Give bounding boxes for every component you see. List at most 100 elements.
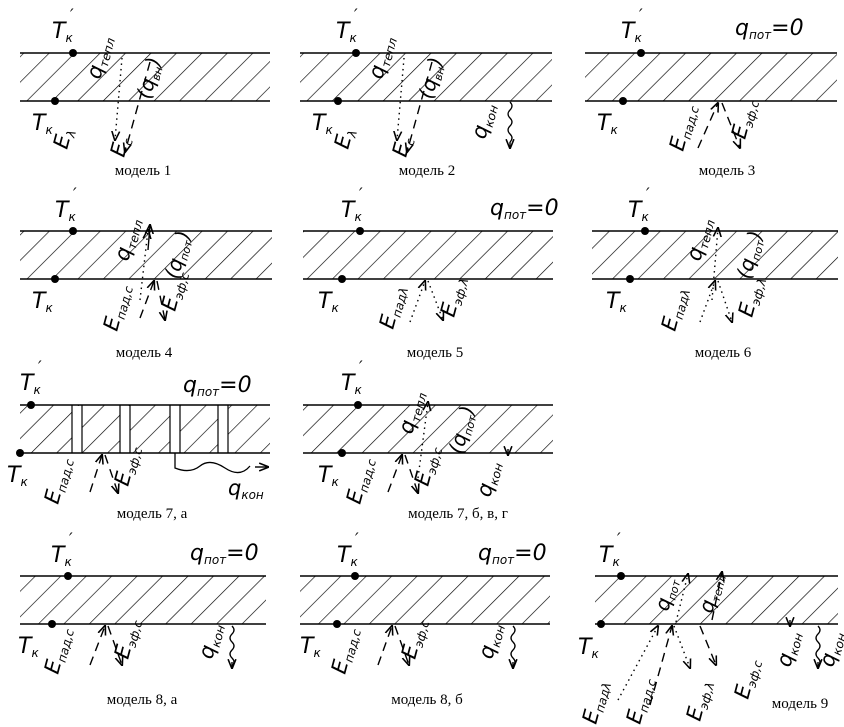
- bottom-temperature-point: [51, 97, 59, 105]
- effective-arrow: [107, 625, 122, 665]
- bottom-surface-temperature-label: Tк: [606, 289, 627, 315]
- svg-text:Tк: Tк: [318, 289, 339, 315]
- svg-text:qпот=0: qпот=0: [190, 541, 259, 567]
- svg-text:Eпад,c: Eпад,c: [40, 624, 77, 677]
- bottom-temperature-point: [48, 620, 56, 628]
- bottom-surface-temperature-label: Tк: [32, 111, 53, 137]
- incident-arrow: [377, 626, 392, 666]
- bottom-surface-temperature-label: Tк: [312, 111, 333, 137]
- svg-text:Eэф,λ: Eэф,λ: [436, 273, 472, 319]
- svg-text:qпот=0: qпот=0: [478, 541, 547, 567]
- prime-mark: ′: [70, 5, 74, 24]
- svg-text:Eэф,c: Eэф,c: [730, 656, 766, 702]
- top-temperature-point: [356, 227, 364, 235]
- top-temperature-point: [354, 401, 362, 409]
- svg-text:Ec: Ec: [388, 133, 418, 159]
- zero-loss-label: qпот=0: [190, 541, 259, 567]
- prime-mark: ′: [354, 5, 358, 24]
- incident-arrow: [699, 281, 715, 323]
- zero-loss-label: qпот=0: [490, 196, 559, 222]
- slab-hatch: [592, 231, 838, 279]
- effective-arrow: [717, 280, 732, 322]
- incident-radiation-label: Eпадλ: [375, 283, 411, 332]
- incident-radiation-label: Eпадλ: [578, 678, 614, 727]
- effective-arrow: [721, 102, 740, 148]
- convective-flux-label: qкон: [467, 100, 501, 141]
- effective-convective-label: Eэф,c: [730, 656, 766, 702]
- effective-arrow: [427, 280, 443, 320]
- svg-text:Tк: Tк: [32, 111, 53, 137]
- model-caption: модель 4: [116, 345, 173, 361]
- svg-text:Eпад,c: Eпад,c: [342, 454, 379, 507]
- svg-text:Eэф,c: Eэф,c: [727, 96, 763, 142]
- bottom-temperature-point: [16, 449, 24, 457]
- model-caption: модель 2: [399, 163, 455, 179]
- svg-text:Eпад,c: Eпад,c: [665, 101, 702, 154]
- bottom-temperature-point: [338, 449, 346, 457]
- incident-arrow: [89, 626, 105, 666]
- svg-text:Eпадλ: Eпадλ: [657, 285, 693, 334]
- svg-text:qкон: qкон: [194, 620, 228, 661]
- incident-arrow: [89, 455, 102, 493]
- zero-loss-label: qпот=0: [735, 16, 804, 42]
- incident-radiation-label: Eпад,c: [665, 101, 702, 154]
- slab-hatch: [20, 576, 266, 624]
- prime-mark: ′: [73, 184, 77, 203]
- channel: [72, 406, 82, 452]
- top-temperature-point: [637, 49, 645, 57]
- slab-hatch: [303, 405, 553, 453]
- svg-text:Eλ: Eλ: [49, 125, 79, 151]
- incident-convective-label: Eпад,c: [622, 674, 659, 727]
- svg-text:qкон: qкон: [228, 476, 264, 502]
- top-temperature-point: [27, 401, 35, 409]
- prime-mark: ′: [69, 529, 73, 548]
- model-caption: модель 6: [695, 345, 752, 361]
- model-caption: модель 8, а: [107, 692, 178, 708]
- incident-radiation-label: Eпад,c: [342, 454, 379, 507]
- svg-text:Eпад,c: Eпад,c: [327, 624, 364, 677]
- model-caption: модель 1: [115, 163, 171, 179]
- incident-arrow: [697, 103, 718, 149]
- top-temperature-point: [351, 572, 359, 580]
- bottom-surface-temperature-label: Tк: [300, 634, 321, 660]
- model-caption: модель 3: [699, 163, 755, 179]
- convection-wavy-arrow-2: [815, 625, 821, 667]
- svg-text:Eпад,c: Eпад,c: [622, 674, 659, 727]
- convection-label: Ec: [388, 133, 418, 159]
- convective-flux-label: qкон: [472, 458, 506, 499]
- effective-arrow: [156, 280, 165, 320]
- heat-flux-arrow: [711, 572, 722, 621]
- convective-arrow: [407, 61, 433, 152]
- radiation-label: Eλ: [49, 125, 79, 151]
- prime-mark: ′: [359, 184, 363, 203]
- convective-flux-label: qкон: [474, 620, 508, 661]
- zero-loss-label: qпот=0: [183, 373, 252, 399]
- prime-mark: ′: [646, 184, 650, 203]
- incident-convective-arrow: [649, 626, 672, 706]
- bottom-temperature-point: [619, 97, 627, 105]
- svg-text:Tк: Tк: [7, 463, 28, 489]
- model-caption: модель 7, а: [117, 506, 188, 522]
- bottom-temperature-point: [597, 620, 605, 628]
- slab-hatch: [585, 53, 837, 101]
- top-temperature-point: [617, 572, 625, 580]
- prime-mark: ′: [355, 529, 359, 548]
- svg-text:Tк: Tк: [300, 634, 321, 660]
- svg-text:Tк: Tк: [597, 111, 618, 137]
- radiation-label: Eλ: [330, 125, 360, 151]
- svg-text:Eпадλ: Eпадλ: [578, 678, 614, 727]
- effective-arrow: [394, 625, 409, 665]
- effective-convective-arrow: [699, 625, 716, 665]
- incident-radiation-label: Eпад,c: [99, 281, 136, 334]
- top-temperature-point: [641, 227, 649, 235]
- convective-arrow: [125, 61, 151, 152]
- bottom-surface-temperature-label: Tк: [318, 289, 339, 315]
